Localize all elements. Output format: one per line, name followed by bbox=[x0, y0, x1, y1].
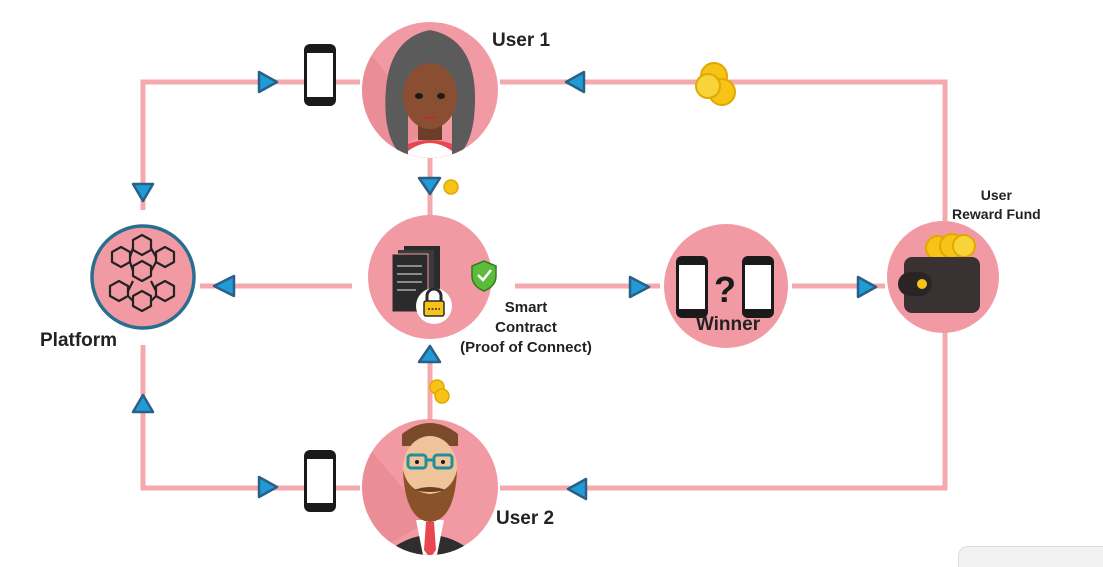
arrow-down-icon bbox=[417, 176, 442, 196]
coin-icon bbox=[429, 379, 450, 404]
smart-contract-node bbox=[368, 215, 497, 339]
reward-fund-label: User Reward Fund bbox=[952, 186, 1041, 224]
coin-icon bbox=[925, 233, 976, 261]
blockchain-icon bbox=[108, 233, 176, 313]
smart-contract-label-line: Contract bbox=[495, 319, 557, 336]
reward-fund-node bbox=[887, 221, 999, 333]
user2-label: User 2 bbox=[496, 508, 555, 529]
reward-fund-label-line: Reward Fund bbox=[952, 206, 1041, 222]
phone-icon bbox=[742, 256, 774, 318]
arrow-right-icon bbox=[628, 275, 651, 299]
wallet-icon bbox=[898, 257, 980, 313]
arrow-right-icon bbox=[257, 70, 279, 94]
arrow-left-icon bbox=[564, 70, 586, 94]
shield-check-icon bbox=[471, 260, 497, 292]
arrow-up-icon bbox=[131, 393, 155, 414]
winner-node: ? bbox=[664, 224, 788, 348]
arrow-left-icon bbox=[566, 477, 588, 501]
winner-label: Winner bbox=[695, 314, 761, 335]
user1-label: User 1 bbox=[492, 30, 551, 51]
user2-avatar bbox=[362, 419, 498, 555]
arrow-left-icon bbox=[212, 274, 236, 298]
platform-node bbox=[90, 224, 196, 330]
phone-icon bbox=[304, 450, 336, 512]
coin-icon bbox=[443, 179, 459, 195]
smart-contract-label-line: Smart bbox=[504, 299, 548, 316]
platform-label: Platform bbox=[40, 330, 118, 351]
user1-avatar bbox=[362, 22, 498, 158]
arrow-down-icon bbox=[131, 182, 155, 203]
arrow-right-icon bbox=[257, 475, 279, 499]
padlock-icon bbox=[416, 287, 452, 324]
reward-fund-label-line: User bbox=[980, 187, 1012, 203]
phone-icon bbox=[304, 44, 336, 106]
arrow-up-icon bbox=[417, 344, 442, 364]
arrow-heads bbox=[131, 70, 878, 501]
corner-tab[interactable] bbox=[958, 546, 1103, 567]
arrow-right-icon bbox=[856, 275, 878, 299]
connector-lines bbox=[140, 79, 948, 491]
question-mark-icon: ? bbox=[714, 269, 736, 310]
smart-contract-label: Smart Contract (Proof of Connect) bbox=[446, 298, 606, 358]
coin-icon bbox=[695, 62, 736, 106]
phone-icon bbox=[676, 256, 708, 318]
smart-contract-label-line: (Proof of Connect) bbox=[460, 339, 592, 356]
